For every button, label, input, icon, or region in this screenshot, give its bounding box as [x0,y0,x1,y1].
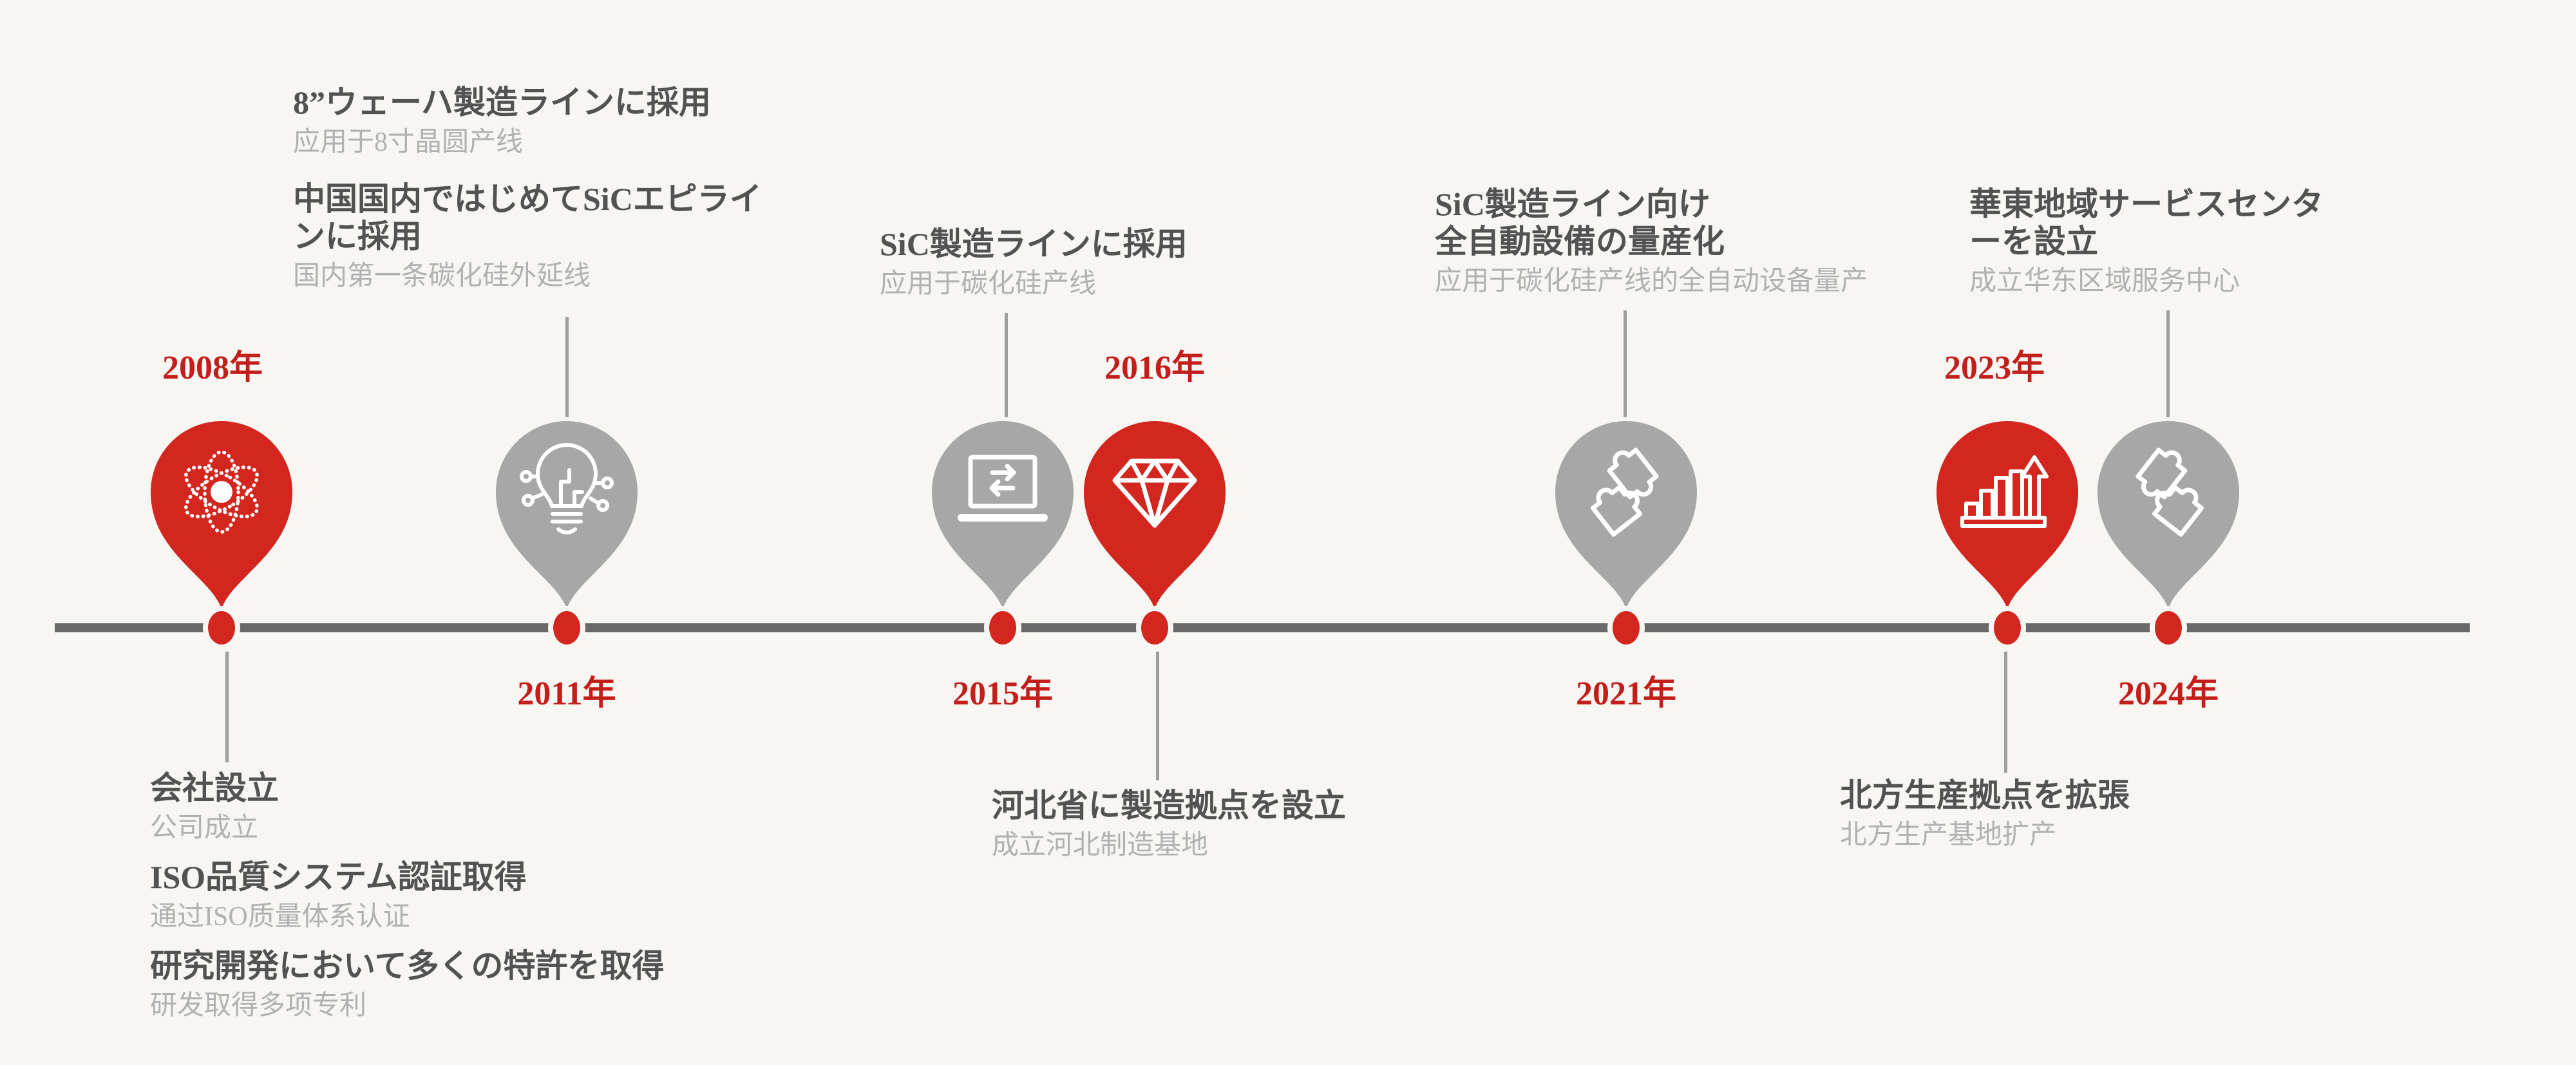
note-item: SiC製造ライン向け 全自動設備の量産化 应用于碳化硅产线的全自动设备量产 [1435,185,2014,297]
notes-2021: SiC製造ライン向け 全自動設備の量産化 应用于碳化硅产线的全自动设备量产 [1435,185,2014,319]
connector-2023 [2004,652,2007,773]
note-item: 8”ウェーハ製造ラインに採用 应用于8寸晶圆产线 [293,84,1001,158]
pin-2008 [151,421,292,609]
note-title: 河北省に製造拠点を設立 [992,787,1346,824]
year-label-2023: 2023年 [1944,350,2045,386]
notes-2011: 8”ウェーハ製造ラインに採用 应用于8寸晶圆产线 中国国内ではじめてSiCエピラ… [293,84,1001,314]
year-label-2024: 2024年 [2117,675,2219,712]
note-subtitle: 研发取得多项专利 [150,991,367,1021]
pin-2024 [2098,421,2239,609]
connector-2024 [2166,310,2170,417]
year-label-2008: 2008年 [162,350,263,386]
notes-2016: 河北省に製造拠点を設立 成立河北制造基地 [992,787,1571,883]
year-label-2011: 2011年 [517,675,616,712]
timeline-node-2016 [1136,606,1173,650]
pin-2011 [496,421,638,609]
pin-2023 [1937,421,2078,609]
notes-2023: 北方生産拠点を拡張 北方生产基地扩产 [1840,777,2420,873]
note-item: 中国国内ではじめてSiCエピライ ンに採用 国内第一条碳化硅外延线 [293,180,1001,292]
notes-2008: 会社設立 公司成立 ISO品質システム認証取得 通过ISO质量体系认证 研究開発… [150,769,955,1044]
note-subtitle: 成立河北制造基地 [992,831,1209,860]
note-subtitle: 应用于碳化硅产线 [880,269,1097,299]
note-subtitle: 国内第一条碳化硅外延线 [293,261,591,291]
notes-2024: 華東地域サービスセンタ ーを設立 成立华东区域服务中心 [1969,185,2575,319]
timeline-node-2015 [984,606,1021,650]
note-subtitle: 通过ISO质量体系认证 [150,902,410,932]
timeline-node-2024 [2150,606,2187,650]
timeline-node-2008 [203,606,240,650]
note-title: ISO品質システム認証取得 [150,859,527,895]
timeline-node-2023 [1989,606,2026,650]
note-title: SiC製造ラインに採用 [880,226,1188,262]
note-item: 北方生産拠点を拡張 北方生产基地扩产 [1840,777,2420,851]
note-subtitle: 应用于8寸晶圆产线 [293,127,524,157]
note-title: SiC製造ライン向け 全自動設備の量産化 [1435,186,1725,259]
note-item: ISO品質システム認証取得 通过ISO质量体系认证 [150,858,955,933]
note-item: SiC製造ラインに採用 应用于碳化硅产线 [880,225,1459,300]
note-subtitle: 公司成立 [150,813,259,843]
note-title: 北方生産拠点を拡張 [1840,777,2130,813]
pin-2021 [1555,421,1697,609]
note-item: 研究開発において多くの特許を取得 研发取得多项专利 [150,947,955,1022]
note-item: 会社設立 公司成立 [150,769,955,844]
pin-2015 [932,421,1074,609]
pin-2016 [1084,421,1226,609]
note-subtitle: 北方生产基地扩产 [1840,820,2057,850]
timeline-bar [55,623,2470,632]
notes-2015: SiC製造ラインに採用 应用于碳化硅产线 [880,225,1459,322]
note-item: 華東地域サービスセンタ ーを設立 成立华东区域服务中心 [1969,185,2575,297]
note-title: 会社設立 [150,770,279,806]
timeline-node-2011 [548,606,585,650]
connector-2008 [225,652,229,762]
note-title: 8”ウェーハ製造ラインに採用 [293,84,711,120]
year-label-2015: 2015年 [952,675,1053,712]
connector-2021 [1624,310,1627,417]
year-label-2016: 2016年 [1104,350,1205,386]
connector-2011 [565,317,569,417]
timeline-node-2021 [1607,606,1645,650]
note-item: 河北省に製造拠点を設立 成立河北制造基地 [992,787,1571,862]
note-title: 華東地域サービスセンタ ーを設立 [1969,186,2324,259]
note-subtitle: 成立华东区域服务中心 [1969,267,2240,296]
note-subtitle: 应用于碳化硅产线的全自动设备量产 [1435,267,1868,296]
year-label-2021: 2021年 [1575,675,1676,712]
note-title: 研究開発において多くの特許を取得 [150,948,665,984]
connector-2016 [1156,652,1159,780]
note-title: 中国国内ではじめてSiCエピライ ンに採用 [293,181,762,254]
connector-2015 [1005,313,1008,417]
